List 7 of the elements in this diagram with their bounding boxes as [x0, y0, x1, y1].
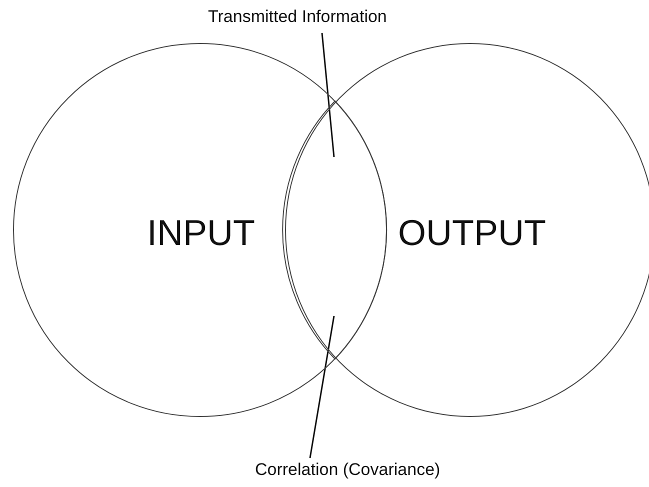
leader-line: [309, 316, 335, 458]
callout-label: Correlation (Covariance): [255, 460, 440, 480]
set-label: OUTPUT: [398, 212, 546, 254]
set-circle: [285, 43, 649, 417]
callout-label: Transmitted Information: [208, 7, 387, 27]
leader-line: [321, 32, 335, 158]
set-label: INPUT: [147, 212, 255, 254]
